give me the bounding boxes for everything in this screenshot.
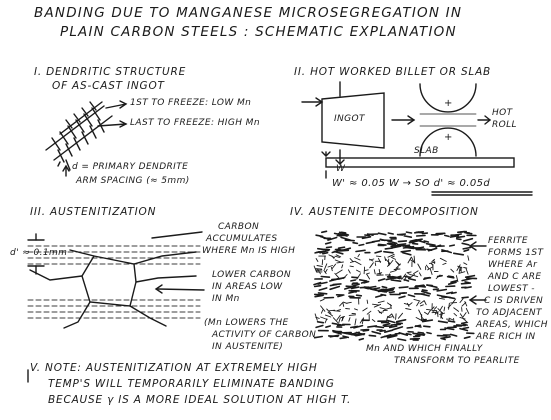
svg-text:+: + <box>444 98 452 109</box>
ferrite-line-5: LOWEST - <box>488 284 535 294</box>
ferrite-line-4: AND C ARE <box>488 272 542 282</box>
section-2-heading: II. HOT WORKED BILLET OR SLAB <box>294 66 492 78</box>
carbon-line-1: CARBON <box>218 222 260 232</box>
ferrite-line-3: WHERE Ar <box>488 260 538 270</box>
lower-carbon-line-1: LOWER CARBON <box>212 270 292 280</box>
lower-carbon-line-3: IN Mn <box>212 294 240 304</box>
ferrite-line-1: FERRITE <box>488 236 529 246</box>
d-prime-label: d' ≈ 0.1mm <box>10 248 68 258</box>
ferrite-line-8: AREAS, WHICH <box>476 320 548 330</box>
note-line-2: TEMP'S WILL TEMPORARILY ELIMINATE BANDIN… <box>48 378 335 390</box>
section-1-subheading: OF AS-CAST INGOT <box>52 80 165 92</box>
carbon-line-3: WHERE Mn IS HIGH <box>202 246 296 256</box>
svg-text:+: + <box>444 132 452 143</box>
ferrite-line-7: TO ADJACENT <box>476 308 542 318</box>
note-line-1: V. NOTE: AUSTENITIZATION AT EXTREMELY HI… <box>30 362 318 374</box>
section-3-heading: III. AUSTENITIZATION <box>30 206 157 218</box>
title-line-2: PLAIN CARBON STEELS : SCHEMATIC EXPLANAT… <box>60 24 457 40</box>
decomposition-arrows <box>468 241 487 305</box>
ferrite-line-11: TRANSFORM TO PEARLITE <box>394 356 520 366</box>
slab-label: SLAB <box>414 146 439 156</box>
carbon-line-2: ACCUMULATES <box>206 234 278 244</box>
dendrite-spacing-line-1: d = PRIMARY DENDRITE <box>72 162 189 172</box>
ferrite-line-9: ARE RICH IN <box>476 332 536 342</box>
hot-roll-line-2: ROLL <box>492 120 517 130</box>
dendrite-sketch <box>45 100 128 177</box>
manganese-note-line-3: IN AUSTENITE) <box>212 342 284 352</box>
title-line-1: BANDING DUE TO MANGANESE MICROSEGREGATIO… <box>34 5 463 21</box>
first-to-freeze-label: 1ST TO FREEZE: LOW Mn <box>130 98 252 108</box>
austenite-grain-sketch <box>27 231 205 329</box>
ferrite-line-2: FORMS 1ST <box>488 248 544 258</box>
ingot-label: INGOT <box>334 114 365 124</box>
section-4-heading: IV. AUSTENITE DECOMPOSITION <box>290 206 479 218</box>
w-label: W <box>336 164 346 174</box>
lower-carbon-line-2: IN AREAS LOW <box>212 282 283 292</box>
section-1-heading: I. DENDRITIC STRUCTURE <box>34 66 187 78</box>
ferrite-line-6: C IS DRIVEN <box>484 296 544 306</box>
last-to-freeze-label: LAST TO FREEZE: HIGH Mn <box>130 118 260 128</box>
ferrite-line-10: Mn AND WHICH FINALLY <box>366 344 483 354</box>
w-prime-equation: W' ≈ 0.05 W → SO d' ≈ 0.05d <box>332 178 491 189</box>
note-line-3: BECAUSE γ IS A MORE IDEAL SOLUTION AT HI… <box>48 394 352 406</box>
hot-roll-line-1: HOT <box>492 108 513 118</box>
dendrite-spacing-line-2: ARM SPACING (≈ 5mm) <box>76 176 190 186</box>
hot-rolling-sketch: + + <box>301 81 533 196</box>
manganese-note-line-1: (Mn LOWERS THE <box>204 318 289 328</box>
manganese-note-line-2: ACTIVITY OF CARBON <box>212 330 317 340</box>
decomposition-texture <box>313 230 478 342</box>
